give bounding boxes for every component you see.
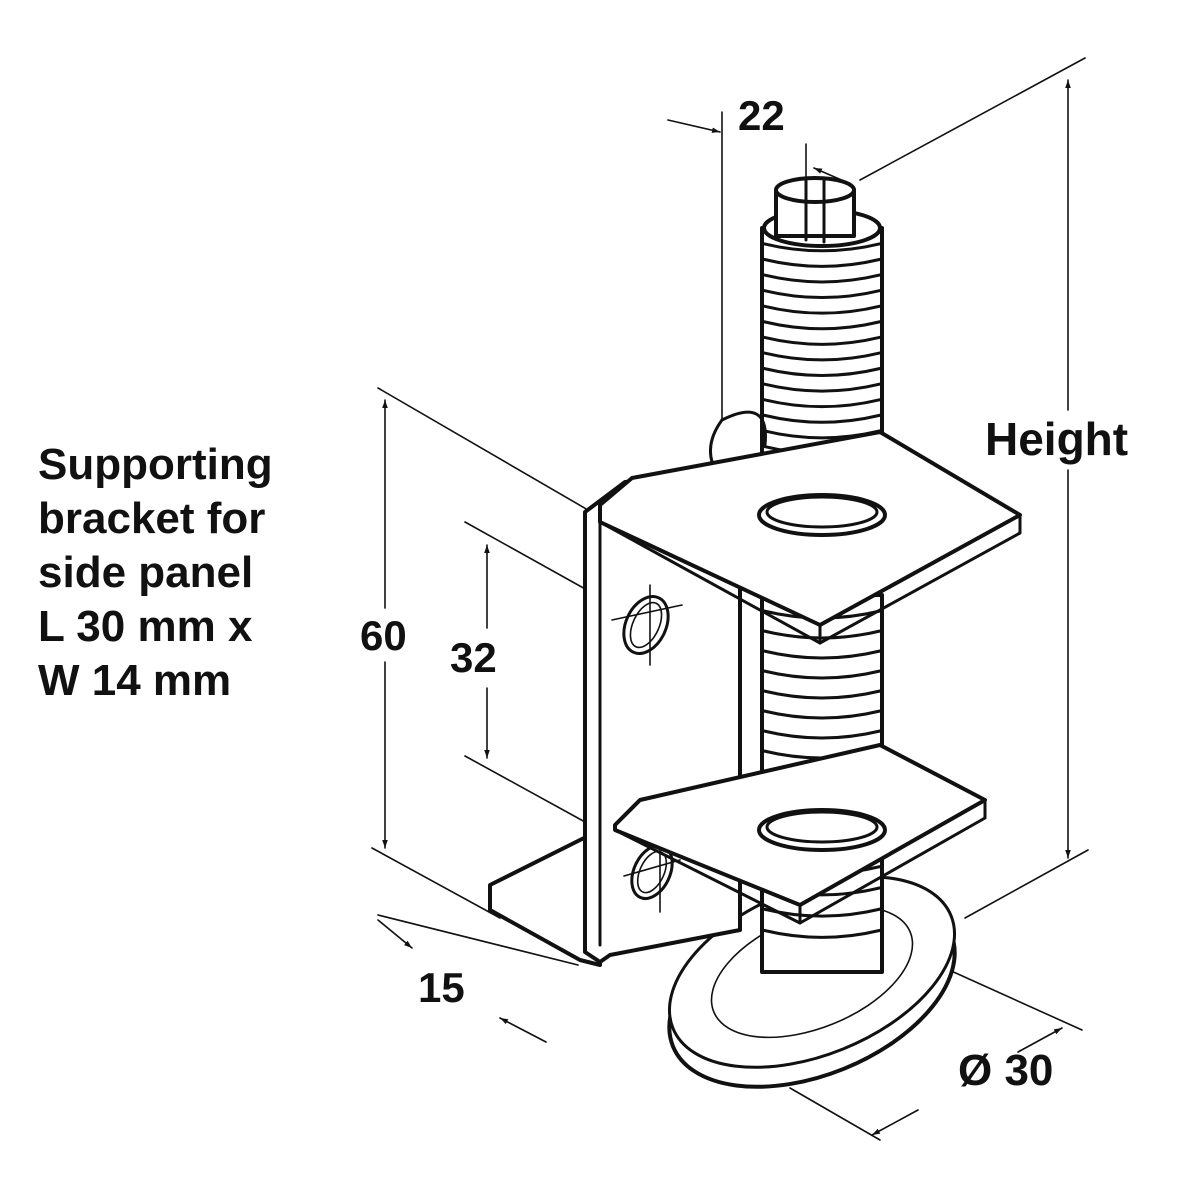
slotted-head — [774, 176, 856, 244]
thread-ring — [762, 289, 882, 300]
thread-ring — [762, 398, 882, 409]
caption-line: W 14 mm — [38, 656, 232, 705]
thread-ring — [762, 709, 882, 720]
foot-depth-dimension-line — [377, 919, 413, 949]
bracket-height-label: 60 — [360, 612, 407, 659]
thread-ring — [762, 629, 882, 640]
thread-ring — [762, 689, 882, 700]
bracket-upper-tab — [598, 430, 1022, 645]
thread-ring — [762, 320, 882, 331]
thread-ring — [762, 669, 882, 680]
base-diameter-dimension-line — [871, 1109, 919, 1136]
bolt-width-dimension-line — [667, 119, 721, 133]
extension-lines — [371, 57, 1089, 1141]
caption-line: side panel — [38, 548, 254, 597]
thread-ring — [762, 729, 882, 740]
thread-ring — [762, 382, 882, 393]
height-label: Height — [985, 413, 1128, 465]
thread-ring — [762, 242, 882, 253]
bolt-width-label: 22 — [738, 92, 785, 139]
thread-ring — [762, 928, 882, 939]
product-caption: Supporting bracket for side panel L 30 m… — [38, 438, 273, 708]
hole-spacing-label: 32 — [450, 634, 497, 681]
thread-ring — [762, 649, 882, 660]
thread-ring — [762, 304, 882, 315]
bracket-lower-tab — [613, 743, 987, 925]
caption-line: bracket for — [38, 494, 266, 543]
base-diameter-label: Ø 30 — [958, 1046, 1053, 1095]
bracket-foot-plate — [488, 828, 602, 967]
foot-depth-label: 15 — [418, 964, 465, 1011]
thread-ring — [762, 367, 882, 377]
thread-ring — [762, 351, 882, 362]
thread-ring — [762, 257, 882, 268]
thread-ring — [762, 273, 882, 284]
thread-ring — [762, 335, 882, 346]
dimension-arrows — [377, 79, 1071, 1136]
thread-ring — [762, 413, 882, 424]
caption-line: L 30 mm x — [38, 602, 253, 651]
caption-line: Supporting — [38, 440, 273, 489]
